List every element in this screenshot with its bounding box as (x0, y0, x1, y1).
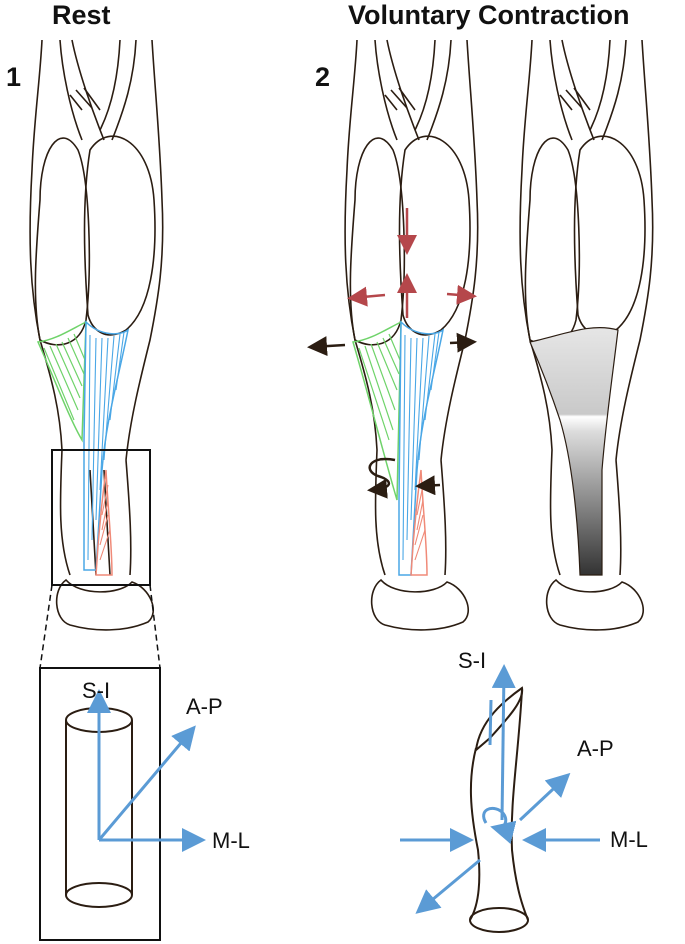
subtendons-rest (36, 320, 130, 576)
inset-box-rest (39, 667, 161, 941)
force-arrows-red (347, 208, 477, 318)
black-arrow-left (307, 336, 346, 357)
label-si-contraction: S-I (458, 648, 487, 673)
header-rest: Rest (52, 0, 111, 30)
axes-contraction (400, 664, 600, 914)
label-ap-contraction: A-P (577, 736, 614, 761)
zoom-box (51, 449, 151, 586)
cylinder-rest (65, 707, 133, 908)
zoom-connector-left (39, 584, 53, 669)
zoom-connector-right (149, 584, 161, 669)
label-si-rest: S-I (82, 678, 111, 703)
header-voluntary-contraction: Voluntary Contraction (348, 0, 630, 30)
axis-ap-contraction (518, 772, 571, 822)
red-arrow-right (446, 284, 477, 305)
axis-si-contraction-2 (488, 699, 493, 746)
black-arrow-compress (415, 475, 441, 496)
panel-number-1: 1 (6, 62, 22, 92)
panel-number-2: 2 (315, 62, 331, 92)
axes-rest (87, 689, 206, 852)
leg-rest (29, 39, 164, 631)
twist-arrow (367, 457, 396, 499)
label-ap-rest: A-P (186, 694, 223, 719)
subtendons-contraction (352, 320, 445, 576)
rotation-arrow (482, 807, 517, 844)
force-arrows-black (307, 332, 477, 499)
label-ml-contraction: M-L (610, 827, 648, 852)
leg-contraction-strain (519, 39, 654, 631)
strain-map (529, 327, 619, 576)
label-ml-rest: M-L (212, 828, 250, 853)
axis-si-contraction (491, 664, 516, 821)
axis-ap-rest (97, 725, 196, 841)
leg-contraction-colored (344, 39, 479, 631)
red-arrow-left (347, 286, 386, 307)
axis-ap-contraction-lower (415, 858, 481, 914)
black-arrow-right (449, 332, 477, 353)
